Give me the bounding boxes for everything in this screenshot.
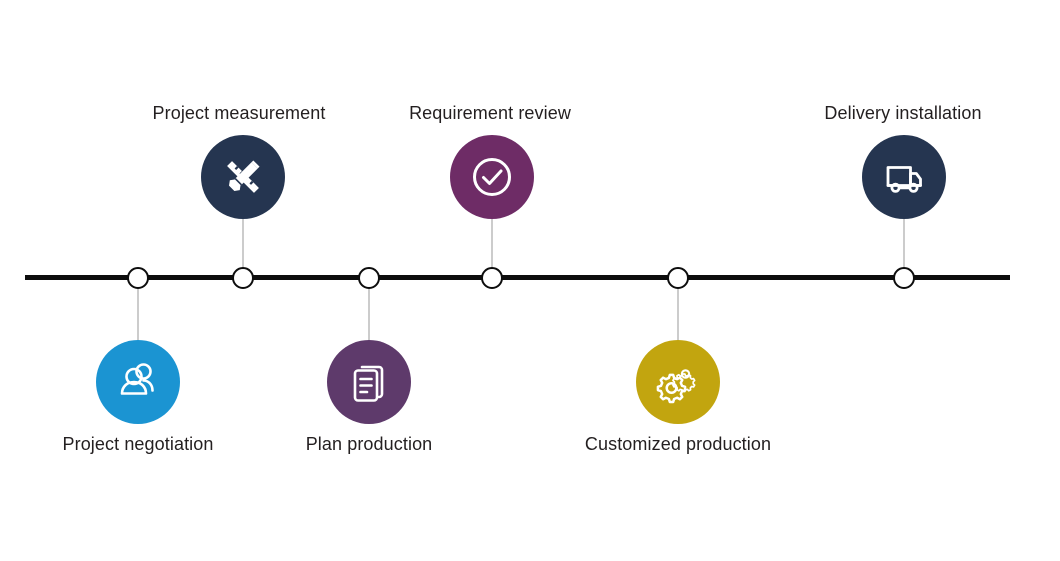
step-label-project-negotiation: Project negotiation — [62, 434, 214, 454]
icon-disc-requirement-review[interactable] — [450, 135, 534, 219]
users-group-icon — [112, 356, 164, 408]
gears-icon — [652, 356, 704, 408]
step-label-delivery-installation: Delivery installation — [824, 103, 982, 123]
axis-node-project-measurement[interactable] — [232, 267, 254, 289]
icon-disc-customized-production[interactable] — [636, 340, 720, 424]
icon-disc-project-negotiation[interactable] — [96, 340, 180, 424]
stem-delivery-installation — [903, 219, 905, 277]
check-circle-icon — [466, 151, 518, 203]
delivery-truck-icon — [879, 152, 929, 202]
icon-disc-project-measurement[interactable] — [201, 135, 285, 219]
axis-node-plan-production[interactable] — [358, 267, 380, 289]
step-label-project-measurement: Project measurement — [152, 103, 326, 123]
axis-node-delivery-installation[interactable] — [893, 267, 915, 289]
axis-node-project-negotiation[interactable] — [127, 267, 149, 289]
axis-node-customized-production[interactable] — [667, 267, 689, 289]
icon-disc-plan-production[interactable] — [327, 340, 411, 424]
pencil-ruler-icon — [218, 152, 268, 202]
step-label-plan-production: Plan production — [305, 434, 433, 454]
stem-requirement-review — [491, 219, 493, 277]
axis-node-requirement-review[interactable] — [481, 267, 503, 289]
step-label-requirement-review: Requirement review — [409, 103, 571, 123]
timeline-axis — [25, 275, 1010, 280]
stem-customized-production — [677, 282, 679, 340]
stem-project-measurement — [242, 219, 244, 277]
stem-project-negotiation — [137, 282, 139, 340]
documents-icon — [345, 358, 393, 406]
stem-plan-production — [368, 282, 370, 340]
icon-disc-delivery-installation[interactable] — [862, 135, 946, 219]
step-label-customized-production: Customized production — [584, 434, 772, 454]
